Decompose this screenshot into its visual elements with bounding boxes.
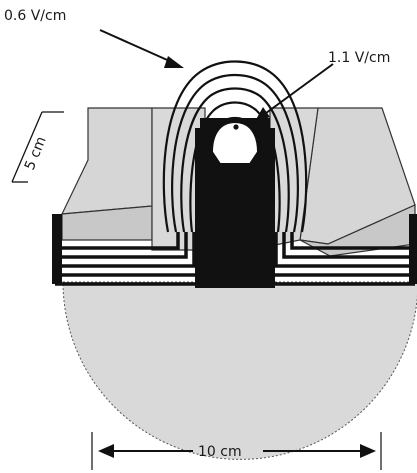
point-charge: [233, 124, 239, 130]
width-label: 10 cm: [198, 444, 242, 460]
right-wing: [299, 107, 416, 257]
field-contours: [162, 60, 308, 233]
layer-left-edge: [52, 214, 62, 284]
outer-field-arrow: [99, 29, 184, 68]
layer-right-edge: [409, 214, 417, 284]
inner-contour: [210, 120, 260, 165]
height-label: 5 cm: [22, 134, 50, 172]
inner-field-arrow: [254, 63, 334, 123]
layer-stack: [55, 232, 415, 286]
outer-field-label: 0.6 V/cm: [4, 8, 66, 24]
width-dimension: [91, 432, 382, 470]
height-dimension: [11, 111, 64, 183]
inner-field-label: 1.1 V/cm: [328, 50, 390, 66]
base-semicircle: [62, 281, 417, 460]
left-wing: [61, 107, 153, 241]
